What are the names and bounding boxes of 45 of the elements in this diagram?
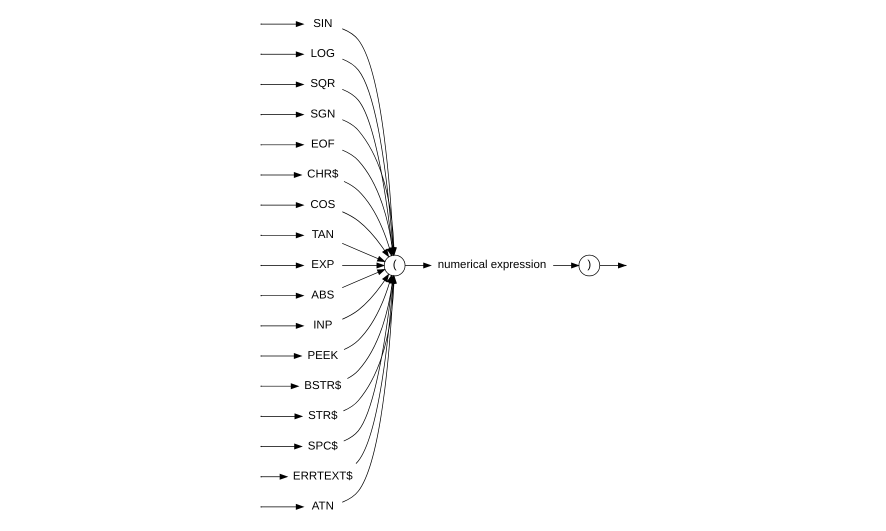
- arrow: [260, 81, 304, 88]
- arrow: [343, 181, 392, 257]
- node-text: COS: [310, 198, 335, 211]
- arrow: [260, 444, 302, 450]
- arrow: [404, 262, 432, 269]
- arrow: [341, 268, 386, 288]
- node-text: PEEK: [306, 350, 338, 362]
- arrow: [341, 262, 385, 269]
- arrow: [260, 322, 304, 329]
- node-text: SPC$: [307, 440, 338, 452]
- node-text: SQR: [310, 78, 335, 90]
- node-text: BSTR$: [304, 380, 341, 392]
- node-circle: (: [383, 254, 405, 276]
- node-text: CHR$: [306, 168, 338, 181]
- arrow: [342, 211, 389, 258]
- node-text: EOF: [310, 138, 334, 151]
- node-text: EXP: [310, 259, 334, 272]
- arrow: [260, 142, 304, 148]
- arrow: [260, 383, 299, 390]
- node-text: STR$: [308, 410, 337, 422]
- arrow: [260, 292, 304, 299]
- arrow: [260, 262, 304, 269]
- arrow: [260, 413, 303, 420]
- arrow: [342, 273, 389, 320]
- node-text: ERRTEXT$: [292, 470, 352, 482]
- node-text: TAN: [311, 229, 334, 242]
- arrow: [260, 504, 304, 510]
- arrow: [260, 21, 304, 28]
- arrow: [260, 51, 304, 58]
- arrow: [260, 112, 304, 118]
- node-text: SIN: [312, 18, 332, 30]
- arrow: [260, 172, 302, 178]
- arrow: [260, 232, 304, 238]
- node-text: ABS: [310, 289, 334, 302]
- node-text: numerical expression: [437, 259, 546, 272]
- node-text: INP: [312, 320, 332, 332]
- arrow: [260, 474, 288, 480]
- arrow: [552, 262, 580, 269]
- arrow: [260, 353, 302, 360]
- node-circle: ): [578, 254, 600, 276]
- arrow: [260, 202, 304, 208]
- node-text: ATN: [311, 500, 334, 513]
- arrow: [341, 242, 386, 262]
- node-text: LOG: [310, 48, 334, 60]
- node-text: SGN: [310, 108, 335, 120]
